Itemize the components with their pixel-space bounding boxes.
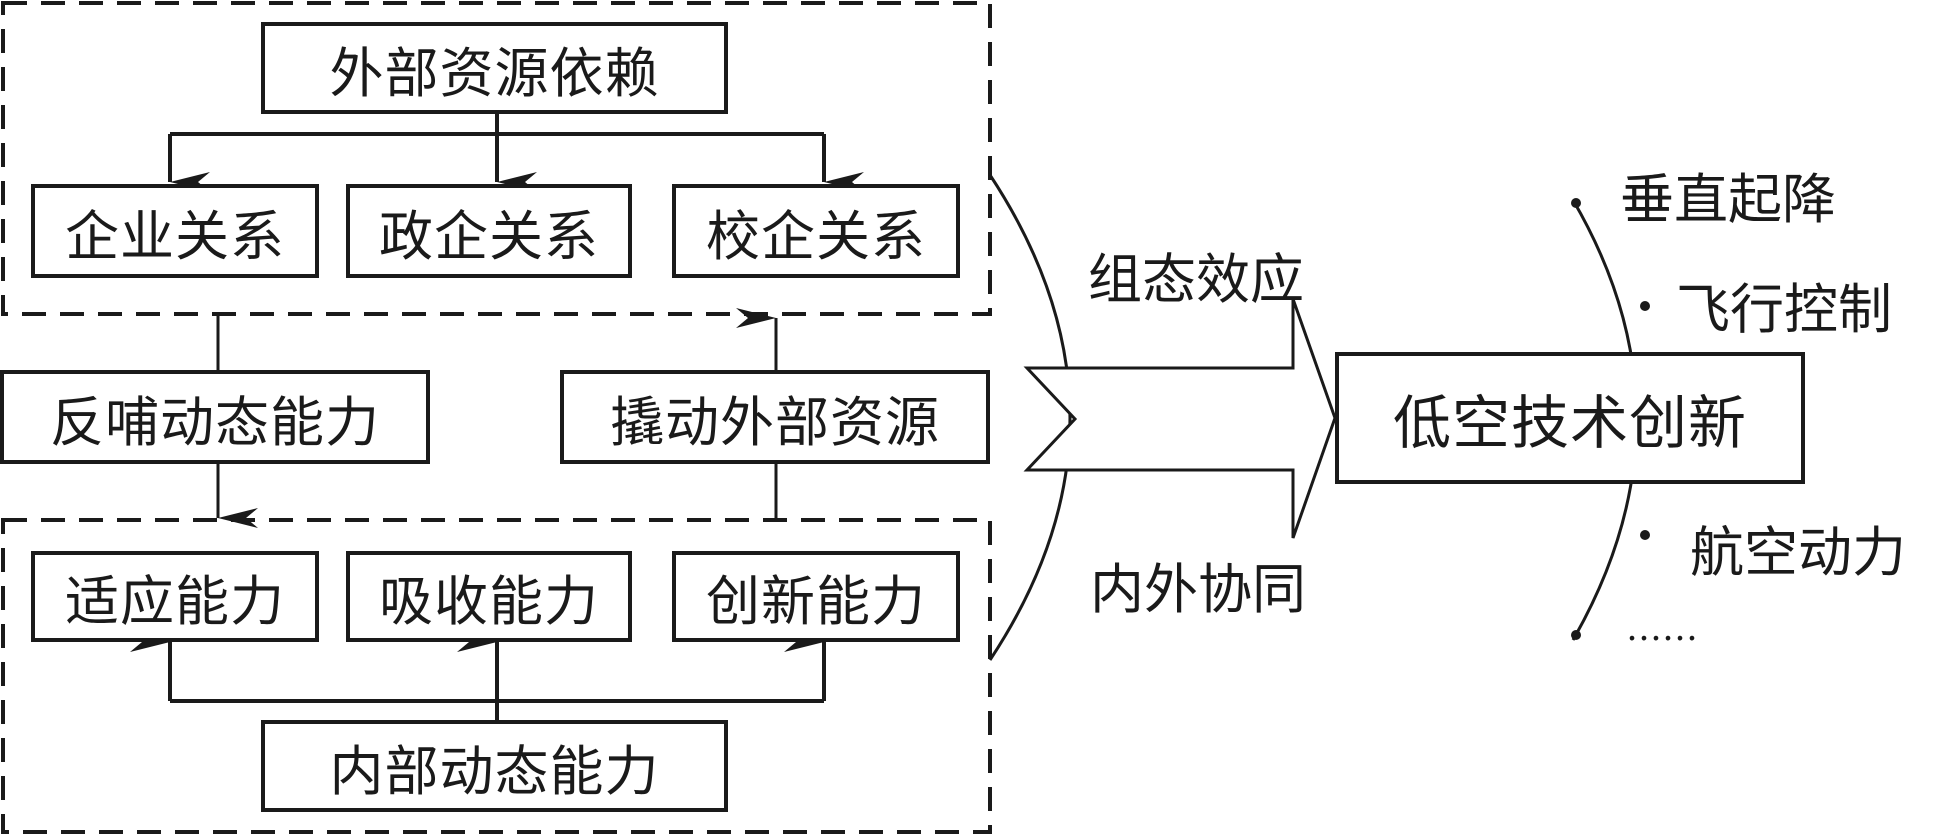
innovate-capability-box: 创新能力 (672, 551, 960, 642)
bullet-icon (1571, 630, 1581, 640)
gov-enterprise-relation-box: 政企关系 (346, 184, 632, 278)
feedback-capability-box: 反哺动态能力 (0, 370, 430, 464)
internal-group (1, 518, 992, 834)
low-altitude-innovation-box: 低空技术创新 (1335, 352, 1805, 484)
external-group (1, 1, 992, 316)
external-tree-lines (168, 112, 864, 192)
internal-tree-lines (130, 632, 826, 720)
flight-control-label: 飞行控制 (1676, 278, 1892, 341)
bullet-icon (1571, 198, 1581, 208)
big-arrow (1023, 298, 1337, 539)
bullet-icon (1640, 301, 1650, 311)
absorb-capability-box: 吸收能力 (346, 551, 632, 642)
bullet-icon (1640, 530, 1650, 540)
config-effect-label: 组态效应 (1088, 248, 1304, 311)
enterprise-relation-box: 企业关系 (31, 184, 319, 278)
external-resource-box: 外部资源依赖 (261, 22, 728, 114)
leverage-resource-box: 撬动外部资源 (560, 370, 990, 464)
aero-power-label: 航空动力 (1690, 521, 1906, 584)
synergy-label: 内外协同 (1090, 558, 1306, 621)
internal-capability-box: 内部动态能力 (261, 720, 728, 812)
middle-links (216, 308, 778, 528)
effect-arc (988, 174, 1072, 661)
vtol-label: 垂直起降 (1620, 168, 1836, 231)
ellipsis-label: …… (1626, 608, 1698, 649)
adapt-capability-box: 适应能力 (31, 551, 319, 642)
school-enterprise-relation-box: 校企关系 (672, 184, 960, 278)
